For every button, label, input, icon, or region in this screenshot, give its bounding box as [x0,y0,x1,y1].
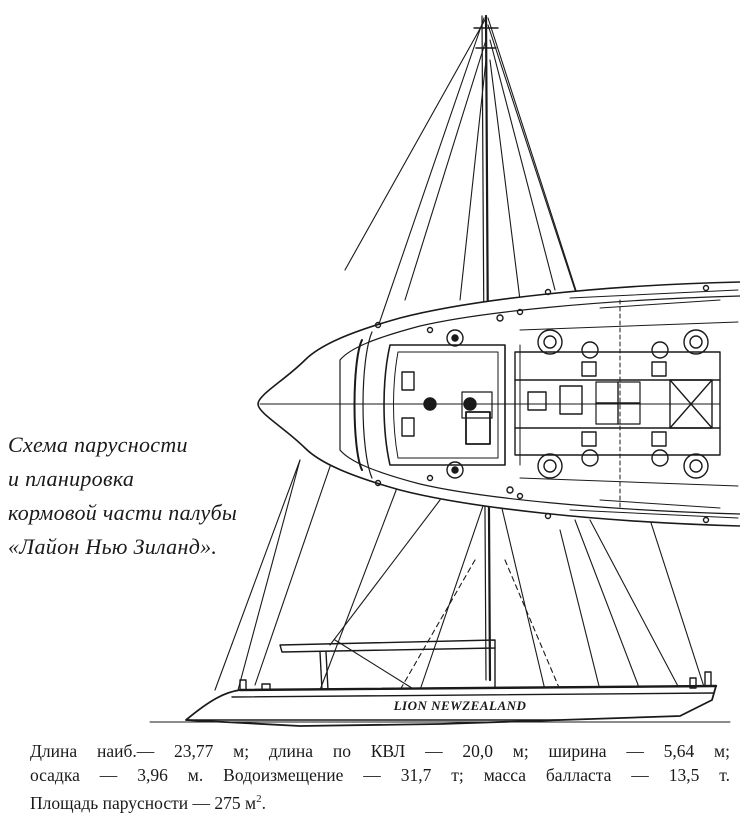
cockpit [383,344,506,466]
boom [279,639,496,691]
deck-plan [257,281,740,527]
caption-line-1: Схема парусности [8,432,188,457]
sail-plan-and-deck-drawing: LION NEWZEALAND [149,14,740,727]
caption-line-2: и планировка [8,466,135,491]
specs-line-2: осадка — 3,96 м. Водоизмещение — 31,7 т;… [30,765,730,785]
figure-caption: Схема парусности и планировка кормовой ч… [8,428,237,564]
sail-area-text: Площадь парусности — 275 м [30,792,257,813]
sail-outline [214,459,681,691]
specifications-text: Длина наиб.— 23,77 м; длина по КВЛ — 20,… [30,739,730,815]
sail-area-unit-exponent: 2 [256,793,262,805]
specs-line-3: Площадь парусности — 275 м2. [30,787,730,815]
winches [446,329,709,479]
hull-name: LION NEWZEALAND [393,698,527,713]
hull [149,671,731,727]
deck-fittings [374,284,710,524]
specs-line-1: Длина наиб.— 23,77 м; длина по КВЛ — 20,… [30,741,730,761]
sail-plan [149,14,731,727]
sail-area-period: . [261,792,266,813]
caption-line-3: кормовой части палубы [8,500,238,525]
deck-tracks [519,289,739,519]
caption-line-4: «Лайон Нью Зиланд». [8,534,218,559]
